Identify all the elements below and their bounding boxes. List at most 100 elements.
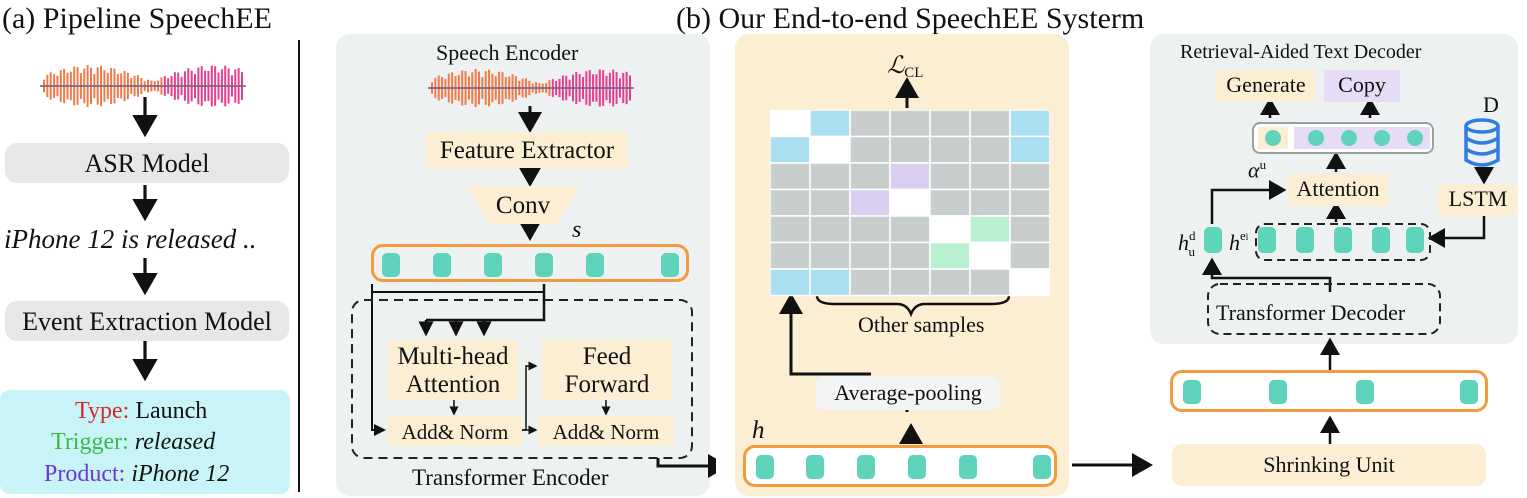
loss-symbol: ℒ (887, 53, 905, 79)
copy-label: Copy (1338, 72, 1386, 97)
matrix-cell (849, 268, 891, 297)
matrix-cell (849, 188, 891, 217)
ff-line1: Feed (582, 343, 632, 370)
matrix-cell (969, 241, 1011, 270)
end-to-end-heading: (b) Our End-to-end SpeechEE Systerm (676, 2, 1145, 35)
prob-dot (1265, 130, 1281, 146)
matrix-cell (929, 110, 971, 138)
add-norm-2-label: Add& Norm (552, 420, 660, 444)
transformer-encoder-label: Transformer Encoder (412, 465, 609, 490)
extraction-result-box: Type: Launch Trigger: released Product: … (0, 390, 290, 494)
mha-line1: Multi-head (397, 343, 509, 370)
s-token (535, 253, 553, 277)
speech-waveform-icon (428, 69, 634, 107)
matrix-cell (969, 215, 1011, 244)
prob-dot (1308, 130, 1324, 146)
h-token (806, 455, 824, 479)
result-product-key: Product: (44, 461, 126, 487)
other-samples-label: Other samples (858, 312, 985, 337)
he-sup: e (1240, 228, 1246, 243)
contrastive-loss-label: ℒCL (887, 54, 923, 81)
he-subsup: l (1245, 232, 1249, 242)
hd-label: hdu (1178, 229, 1202, 258)
matrix-cell (1009, 135, 1050, 164)
h-token (756, 455, 774, 479)
speech-encoder-title: Speech Encoder (436, 40, 579, 65)
shrunk-token (1356, 380, 1374, 404)
matrix-cell (770, 188, 811, 217)
mha-line2: Attention (405, 371, 501, 398)
prob-dot (1374, 130, 1390, 146)
h-token (1033, 455, 1051, 479)
he-token (1406, 227, 1424, 253)
d-label: D (1483, 92, 1499, 117)
shrunk-token (1269, 380, 1287, 404)
shrinking-unit-box: Shrinking Unit (1172, 444, 1486, 486)
matrix-cell (770, 241, 811, 270)
asr-model-label: ASR Model (84, 149, 210, 178)
matrix-cell (969, 268, 1011, 297)
matrix-cell (849, 215, 891, 244)
matrix-cell (969, 110, 1011, 138)
encoder-connectors (351, 106, 716, 478)
conv-trapezoid (466, 186, 580, 224)
feed-forward-box: Feed Forward (542, 340, 672, 400)
database-icon (1464, 118, 1500, 167)
s-label: s (572, 217, 582, 243)
matrix-cell (889, 110, 931, 138)
asr-model-box: ASR Model (5, 143, 289, 183)
matrix-cell (809, 135, 851, 164)
h-token (959, 455, 977, 479)
feature-extractor-label: Feature Extractor (439, 137, 615, 164)
result-product-value: iPhone 12 (131, 461, 230, 487)
s-token (661, 253, 679, 277)
add-norm-1-label: Add& Norm (401, 420, 509, 444)
matrix-cell (1009, 188, 1050, 217)
result-trigger-key: Trigger: (51, 429, 129, 455)
prob-dot (1341, 130, 1357, 146)
matrix-cell (969, 135, 1011, 164)
generate-label: Generate (1226, 72, 1306, 97)
alpha-sup: u (1259, 157, 1267, 172)
shrunk-token-sequence (1170, 370, 1488, 412)
matrix-cell (889, 135, 931, 164)
conv-label: Conv (495, 192, 551, 219)
matrix-cell (770, 162, 811, 191)
matrix-cell (849, 162, 891, 191)
he-token (1372, 227, 1390, 253)
matrix-cell (849, 135, 891, 164)
result-product: Product: iPhone 12 (44, 462, 229, 486)
matrix-cell (889, 188, 931, 217)
copy-box: Copy (1324, 70, 1400, 102)
average-pooling-label: Average-pooling (834, 380, 982, 405)
matrix-cell (809, 188, 851, 217)
add-norm-2-box: Add& Norm (538, 416, 674, 446)
s-token-sequence (371, 244, 689, 282)
s-token (586, 253, 604, 277)
matrix-cell (929, 268, 971, 297)
s-token (382, 253, 400, 277)
s-token (484, 253, 502, 277)
hd-sup: d (1189, 228, 1196, 243)
result-trigger: Trigger: released (51, 430, 215, 454)
ff-line2: Forward (564, 371, 650, 398)
matrix-cell (889, 268, 931, 297)
matrix-cell (929, 241, 971, 270)
generate-box: Generate (1216, 70, 1316, 102)
matrix-cell (1009, 110, 1050, 138)
matrix-cell (849, 241, 891, 270)
alpha-label: αu (1248, 158, 1266, 181)
result-type-key: Type: (75, 398, 130, 424)
feature-extractor-box: Feature Extractor (426, 132, 628, 168)
matrix-cell (1009, 268, 1050, 297)
multi-head-attention-box: Multi-head Attention (388, 340, 518, 400)
add-norm-1-box: Add& Norm (388, 416, 522, 446)
prob-dot (1407, 130, 1423, 146)
h-token-sequence (743, 445, 1057, 487)
matrix-cell (889, 162, 931, 191)
matrix-cell (889, 215, 931, 244)
matrix-cell (929, 162, 971, 191)
asr-transcript: iPhone 12 is released .. (4, 224, 257, 254)
matrix-cell (809, 215, 851, 244)
s-token (433, 253, 451, 277)
